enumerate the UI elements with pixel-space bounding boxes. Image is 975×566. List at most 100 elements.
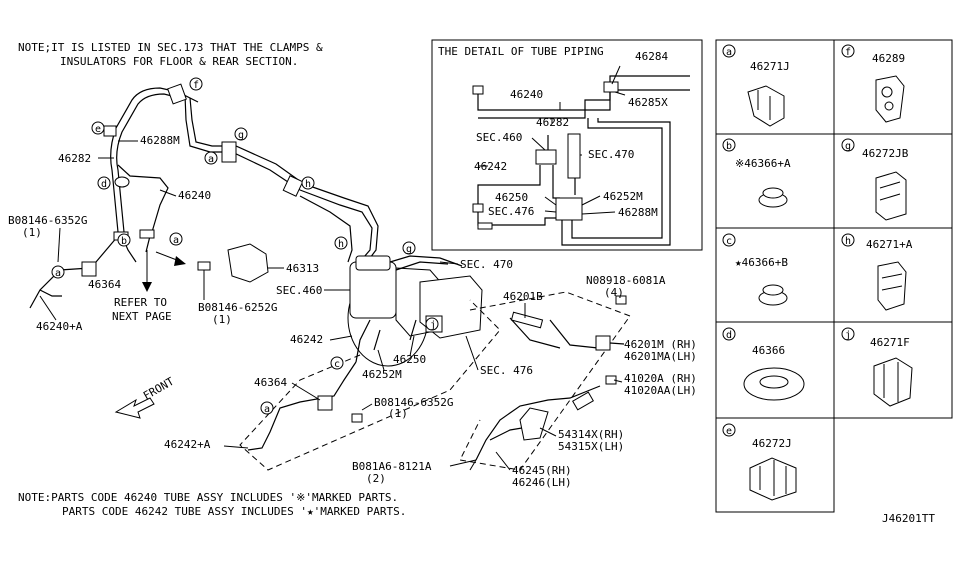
label-bolt3: B08146-6352G bbox=[374, 396, 453, 409]
legend-letter-c: c bbox=[726, 236, 732, 247]
label-nut: N08918-6081A bbox=[586, 274, 666, 287]
label-46201m: 46201M (RH) bbox=[624, 338, 697, 351]
label-46288m: 46288M bbox=[140, 134, 180, 147]
detail-label-46242: 46242 bbox=[474, 160, 507, 173]
legend-part-d: 46366 bbox=[752, 344, 785, 357]
callout-f: f bbox=[193, 80, 199, 91]
detail-label-sec460: SEC.460 bbox=[476, 131, 522, 144]
legend-letter-e: e bbox=[726, 426, 732, 437]
legend-letter-d: d bbox=[726, 330, 732, 341]
detail-label-46288m: 46288M bbox=[618, 206, 658, 219]
clip-46271a-icon bbox=[877, 261, 907, 311]
label-sec460: SEC.460 bbox=[276, 284, 322, 297]
detail-title: THE DETAIL OF TUBE PIPING bbox=[438, 45, 604, 58]
callout-h-2: h bbox=[338, 239, 344, 250]
diagram-id: J46201TT bbox=[882, 512, 935, 525]
detail-label-46285x: 46285X bbox=[628, 96, 668, 109]
bracket-46313 bbox=[227, 243, 269, 283]
label-46242: 46242 bbox=[290, 333, 323, 346]
label-46282: 46282 bbox=[58, 152, 91, 165]
legend-part-b: ※46366+A bbox=[735, 157, 791, 170]
label-bolt1-qty: (1) bbox=[22, 226, 42, 239]
label-bolt2-qty: (1) bbox=[212, 313, 232, 326]
detail-joint bbox=[603, 81, 619, 93]
front-arrow-icon bbox=[114, 397, 155, 419]
callout-e: e bbox=[95, 124, 101, 135]
legend-letter-b: b bbox=[726, 141, 732, 152]
callout-g-2: g bbox=[406, 244, 412, 255]
callout-a: a bbox=[173, 235, 179, 246]
label-41020a: 41020A (RH) bbox=[624, 372, 697, 385]
top-note-line2: INSULATORS FOR FLOOR & REAR SECTION. bbox=[60, 55, 298, 68]
label-bolt1: B08146-6352G bbox=[8, 214, 87, 227]
clip-46271f-icon bbox=[873, 357, 913, 407]
refer-line1: REFER TO bbox=[114, 296, 167, 309]
front-label: FRONT bbox=[141, 375, 177, 403]
label-46242a: 46242+A bbox=[164, 438, 211, 451]
callout-b: b bbox=[121, 236, 127, 247]
detail-unit-476 bbox=[555, 197, 583, 221]
legend-part-a: 46271J bbox=[750, 60, 790, 73]
callout-d: d bbox=[101, 179, 107, 190]
lower-tubes bbox=[247, 295, 627, 471]
legend-part-j: 46271F bbox=[870, 336, 910, 349]
label-46252m: 46252M bbox=[362, 368, 402, 381]
outline-46242 bbox=[239, 299, 501, 471]
detail-label-46284: 46284 bbox=[635, 50, 668, 63]
parts-legend: a 46271J f 46289 b ※46366+A g 46272JB c … bbox=[715, 39, 953, 513]
main-labels: 46288M 46282 46240 B08146-6352G (1) 4636… bbox=[8, 134, 697, 489]
callout-a-left: a bbox=[55, 268, 61, 279]
detail-label-46252m: 46252M bbox=[603, 190, 643, 203]
callout-g: g bbox=[238, 130, 244, 141]
label-bolt3-qty: (1) bbox=[388, 407, 408, 420]
label-54314x: 54314X(RH) bbox=[558, 428, 624, 441]
legend-part-f: 46289 bbox=[872, 52, 905, 65]
label-41020aa: 41020AA(LH) bbox=[624, 384, 697, 397]
tube-piping-detail: THE DETAIL OF TUBE PIPING 46284 bbox=[431, 39, 703, 251]
label-46245: 46245(RH) bbox=[512, 464, 572, 477]
detail-label-46240: 46240 bbox=[510, 88, 543, 101]
top-note-line1: NOTE;IT IS LISTED IN SEC.173 THAT THE CL… bbox=[18, 41, 323, 54]
bottom-note-line1: NOTE:PARTS CODE 46240 TUBE ASSY INCLUDES… bbox=[18, 491, 398, 504]
clip-46289-icon bbox=[875, 75, 905, 123]
clip-46272j-icon bbox=[749, 457, 797, 501]
clip-46271j-icon bbox=[747, 85, 785, 127]
callout-j: j bbox=[430, 320, 436, 331]
legend-letter-g: g bbox=[845, 141, 851, 152]
refer-line2: NEXT PAGE bbox=[112, 310, 172, 323]
legend-letter-h: h bbox=[845, 236, 851, 247]
legend-part-e: 46272J bbox=[752, 437, 792, 450]
clamp-46364-right bbox=[317, 395, 333, 411]
detail-label-46250: 46250 bbox=[495, 191, 528, 204]
legend-part-c: ★46366+B bbox=[735, 256, 788, 269]
legend-part-g: 46272JB bbox=[862, 147, 909, 160]
label-46246: 46246(LH) bbox=[512, 476, 572, 489]
legend-letter-a: a bbox=[726, 47, 732, 58]
callout-c: c bbox=[334, 359, 340, 370]
clip-46272jb-icon bbox=[875, 171, 907, 221]
label-46201b: 46201B bbox=[503, 290, 543, 303]
bottom-note-line2: PARTS CODE 46242 TUBE ASSY INCLUDES '★'M… bbox=[62, 505, 406, 518]
legend-letter-j: j bbox=[845, 330, 851, 341]
master-cylinder-assembly bbox=[347, 255, 483, 367]
label-46364-left: 46364 bbox=[88, 278, 121, 291]
label-bolt4-qty: (2) bbox=[366, 472, 386, 485]
detail-unit-470 bbox=[567, 133, 581, 179]
nut-08918 bbox=[615, 295, 627, 305]
callout-a-2: a bbox=[264, 404, 270, 415]
legend-letter-f: f bbox=[845, 47, 851, 58]
detail-valve-460 bbox=[535, 149, 557, 165]
legend-part-h: 46271+A bbox=[866, 238, 913, 251]
label-sec476: SEC. 476 bbox=[480, 364, 533, 377]
label-46364-right: 46364 bbox=[254, 376, 287, 389]
label-46201ma: 46201MA(LH) bbox=[624, 350, 697, 363]
detail-label-sec470: SEC.470 bbox=[588, 148, 634, 161]
detail-label-sec476: SEC.476 bbox=[488, 205, 534, 218]
label-46250: 46250 bbox=[393, 353, 426, 366]
callout-markers: f e g d h b a a h g j c a a bbox=[51, 77, 439, 415]
label-46240: 46240 bbox=[178, 189, 211, 202]
detail-label-46282: 46282 bbox=[536, 116, 569, 129]
label-46313: 46313 bbox=[286, 262, 319, 275]
label-sec470: SEC. 470 bbox=[460, 258, 513, 271]
